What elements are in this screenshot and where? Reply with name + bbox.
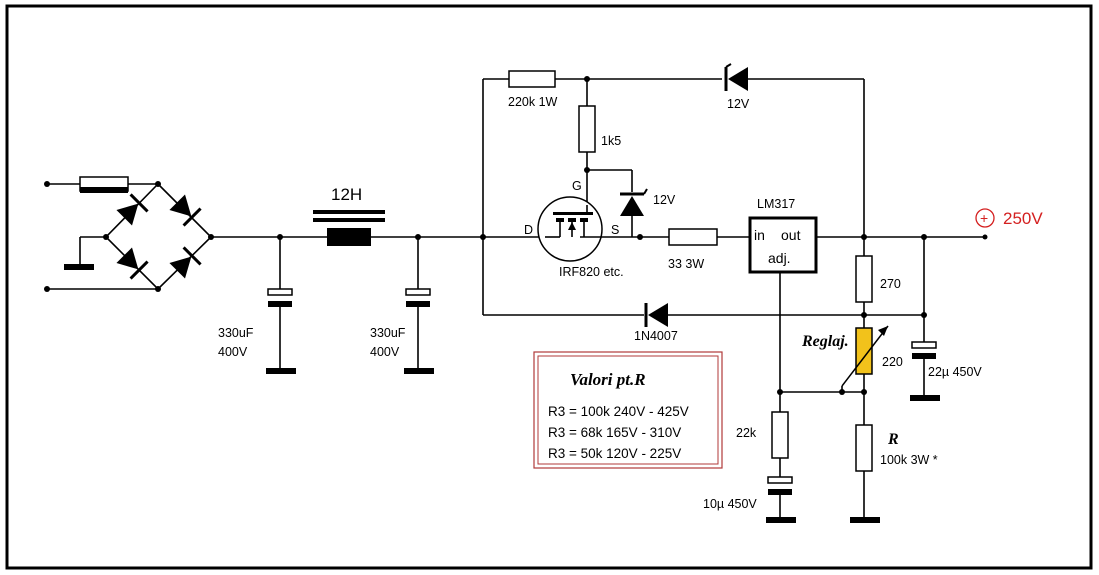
bridge-rectifier <box>103 181 214 292</box>
resistor-r: R 100k 3W * <box>850 424 938 523</box>
table-row: R3 = 50k 120V - 225V <box>548 446 681 461</box>
gate-label: G <box>572 179 582 193</box>
reg-out-label: out <box>781 227 801 243</box>
mosfet-label: IRF820 etc. <box>559 265 624 279</box>
mosfet-irf820: G D S IRF820 etc. <box>524 179 632 279</box>
r-label: R <box>887 431 899 448</box>
lm317-label: LM317 <box>757 197 795 211</box>
pot-label: Reglaj. <box>801 333 849 350</box>
cap2-value: 330uF <box>370 326 406 340</box>
ac-input <box>44 176 158 292</box>
adj-node <box>777 389 867 395</box>
cap1-voltage: 400V <box>218 345 248 359</box>
zener-top-label: 12V <box>727 97 750 111</box>
resistor-270: 270 <box>855 237 901 328</box>
output-node: + 250V <box>861 208 1043 240</box>
output-cap: 22µ 450V <box>910 237 982 401</box>
source-label: S <box>611 223 619 237</box>
r22k-label: 22k <box>736 426 757 440</box>
resistor-22k: 22k <box>736 392 789 477</box>
filter-cap-2: 330uF 400V <box>370 237 434 374</box>
diode-label: 1N4007 <box>634 329 678 343</box>
cap-adj-label: 10µ 450V <box>703 497 757 511</box>
output-voltage-label: 250V <box>1003 209 1043 228</box>
pot-value: 220 <box>882 355 903 369</box>
table-row: R3 = 68k 165V - 310V <box>548 425 681 440</box>
choke-12h: 12H <box>313 185 385 246</box>
main-rail <box>211 234 545 240</box>
r33-label: 33 3W <box>668 257 704 271</box>
choke-label: 12H <box>331 185 362 204</box>
diode-1n4007: 1N4007 <box>482 237 927 343</box>
adj-cap: 10µ 450V <box>703 476 796 523</box>
r1k5-label: 1k5 <box>601 134 621 148</box>
cap1-value: 330uF <box>218 326 254 340</box>
table-title: Valori pt.R <box>570 370 646 389</box>
zener-gate: 12V <box>620 188 676 237</box>
reg-in-label: in <box>754 227 765 243</box>
r220k-label: 220k 1W <box>508 95 558 109</box>
r270-label: 270 <box>880 277 901 291</box>
plus-icon <box>975 208 995 228</box>
cap-out-label: 22µ 450V <box>928 365 982 379</box>
resistor-220k <box>508 70 556 88</box>
plus-sign: + <box>980 210 988 226</box>
drain-label: D <box>524 223 533 237</box>
resistor-33: 33 3W <box>632 228 750 271</box>
zener-gate-label: 12V <box>653 193 676 207</box>
values-table: Valori pt.R R3 = 100k 240V - 425V R3 = 6… <box>533 351 723 469</box>
r-value: 100k 3W * <box>880 453 938 467</box>
bridge-diode-3 <box>116 247 149 280</box>
top-path: 220k 1W 12V <box>482 63 865 237</box>
resistor-1k5: 1k5 <box>578 79 633 205</box>
reg-adj-label: adj. <box>768 250 791 266</box>
lm317-regulator: LM317 in out adj. <box>748 197 985 392</box>
diagram-border <box>5 4 1093 570</box>
bridge-diode-1 <box>116 193 149 226</box>
filter-cap-1: 330uF 400V <box>218 237 296 374</box>
bridge-diode-2 <box>169 194 202 227</box>
potentiometer-220: Reglaj. 220 <box>801 325 903 425</box>
bridge-diode-4 <box>169 246 202 279</box>
cap2-voltage: 400V <box>370 345 400 359</box>
zener-top <box>724 63 748 91</box>
table-row: R3 = 100k 240V - 425V <box>548 404 689 419</box>
